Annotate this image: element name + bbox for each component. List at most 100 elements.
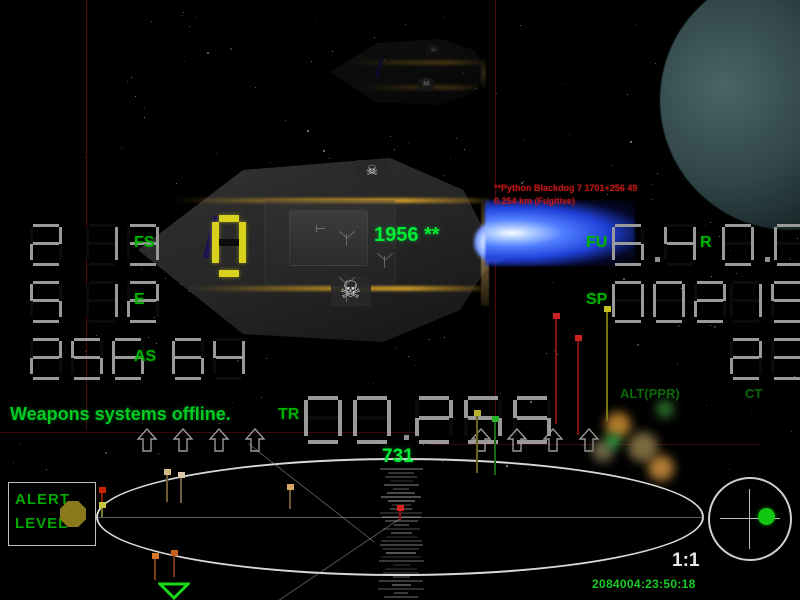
star [332, 51, 333, 52]
star [183, 12, 184, 13]
scanner-blip [474, 410, 482, 474]
skull-decal-top-icon: ☠ [355, 160, 389, 179]
star [423, 444, 424, 445]
star [452, 397, 453, 398]
star [789, 258, 791, 260]
star [113, 53, 114, 54]
star [630, 141, 632, 143]
star [154, 317, 155, 318]
seven-segment-digit [730, 338, 762, 380]
star [638, 156, 639, 157]
star [677, 364, 678, 365]
compass-crosshair-horizontal [720, 518, 780, 519]
star [711, 276, 712, 277]
star [158, 453, 159, 454]
player-ship-marker [158, 582, 190, 600]
alert-level-panel[interactable]: ALERT LEVEL [8, 482, 96, 546]
range-label: R [700, 234, 712, 251]
range-ladder-tick [393, 524, 409, 526]
star [408, 356, 409, 357]
scanner-blip [152, 553, 160, 581]
seven-segment-digit [612, 224, 644, 266]
star [34, 274, 35, 275]
star [323, 150, 325, 152]
range-ladder-tick [391, 584, 411, 586]
star [189, 26, 190, 27]
seven-segment-digit [664, 224, 696, 266]
range-ladder-tick [383, 484, 419, 486]
aft-shield-label: AS [134, 348, 157, 365]
star [751, 410, 752, 411]
star [255, 87, 256, 88]
range-ladder-tick [383, 548, 419, 550]
seven-segment-digit [771, 338, 800, 380]
energy-bank-b [86, 281, 168, 323]
glow-particle [656, 400, 674, 418]
range-ladder-tick [385, 568, 417, 570]
star [705, 225, 706, 226]
scanner-blip [171, 550, 179, 578]
ship-superstructure [264, 200, 396, 286]
star [500, 393, 501, 394]
star [96, 335, 97, 336]
forward-shield-bank-a [30, 224, 71, 266]
star [182, 15, 183, 16]
star [373, 383, 374, 384]
seven-segment-digit [213, 338, 245, 380]
star [547, 197, 549, 199]
scanner-blip [553, 313, 561, 425]
star [450, 158, 451, 159]
compass-widget[interactable] [708, 477, 792, 561]
star [131, 77, 132, 78]
altitude-label: ALT(PPR) [620, 386, 680, 401]
hud-frame-line-left [86, 0, 87, 430]
star [180, 284, 181, 285]
range-ladder-tick [379, 468, 423, 470]
star [207, 52, 209, 54]
star [655, 63, 656, 64]
star [144, 117, 145, 118]
seven-segment-digit [127, 281, 159, 323]
game-clock: 2084004:23:50:18 [592, 577, 696, 591]
seven-segment-digit [513, 396, 551, 444]
seven-segment-digit [127, 224, 159, 266]
range-ladder-tick [387, 492, 415, 494]
star [127, 81, 128, 82]
star [444, 17, 445, 18]
star [729, 469, 730, 470]
glow-particle [606, 434, 620, 448]
star [429, 339, 430, 340]
enemy-ship-python: ☠ ☠ [138, 150, 635, 350]
scanner-blip [99, 502, 107, 518]
alert-level-line2: LEVEL [15, 515, 69, 532]
star [374, 37, 375, 38]
ship-hull-band-lower [357, 84, 479, 90]
scanner-blip [164, 469, 172, 503]
scanner-blip [99, 487, 107, 511]
star [710, 222, 711, 223]
seven-segment-separator [653, 224, 664, 266]
aft-shield-value [30, 338, 153, 380]
star [520, 25, 521, 26]
range-ladder-tick [382, 528, 420, 530]
ship-cockpit [288, 210, 368, 266]
star [13, 462, 14, 463]
alert-level-line1: ALERT [15, 491, 70, 508]
scanner-blip [575, 335, 583, 436]
range-ladder-tick [381, 516, 421, 518]
star [136, 419, 137, 420]
star [22, 268, 23, 269]
star [521, 182, 523, 184]
seven-segment-digit [464, 396, 502, 444]
star [623, 278, 625, 280]
seven-segment-digit [86, 224, 118, 266]
range-ladder-tick [386, 552, 416, 554]
star [148, 337, 149, 338]
star [415, 365, 416, 366]
energy-label: E [134, 291, 145, 308]
star [719, 236, 720, 237]
seven-segment-digit [722, 224, 754, 266]
star [394, 149, 395, 150]
range-ladder-tick [393, 488, 409, 490]
range-ladder-tick [392, 576, 410, 578]
